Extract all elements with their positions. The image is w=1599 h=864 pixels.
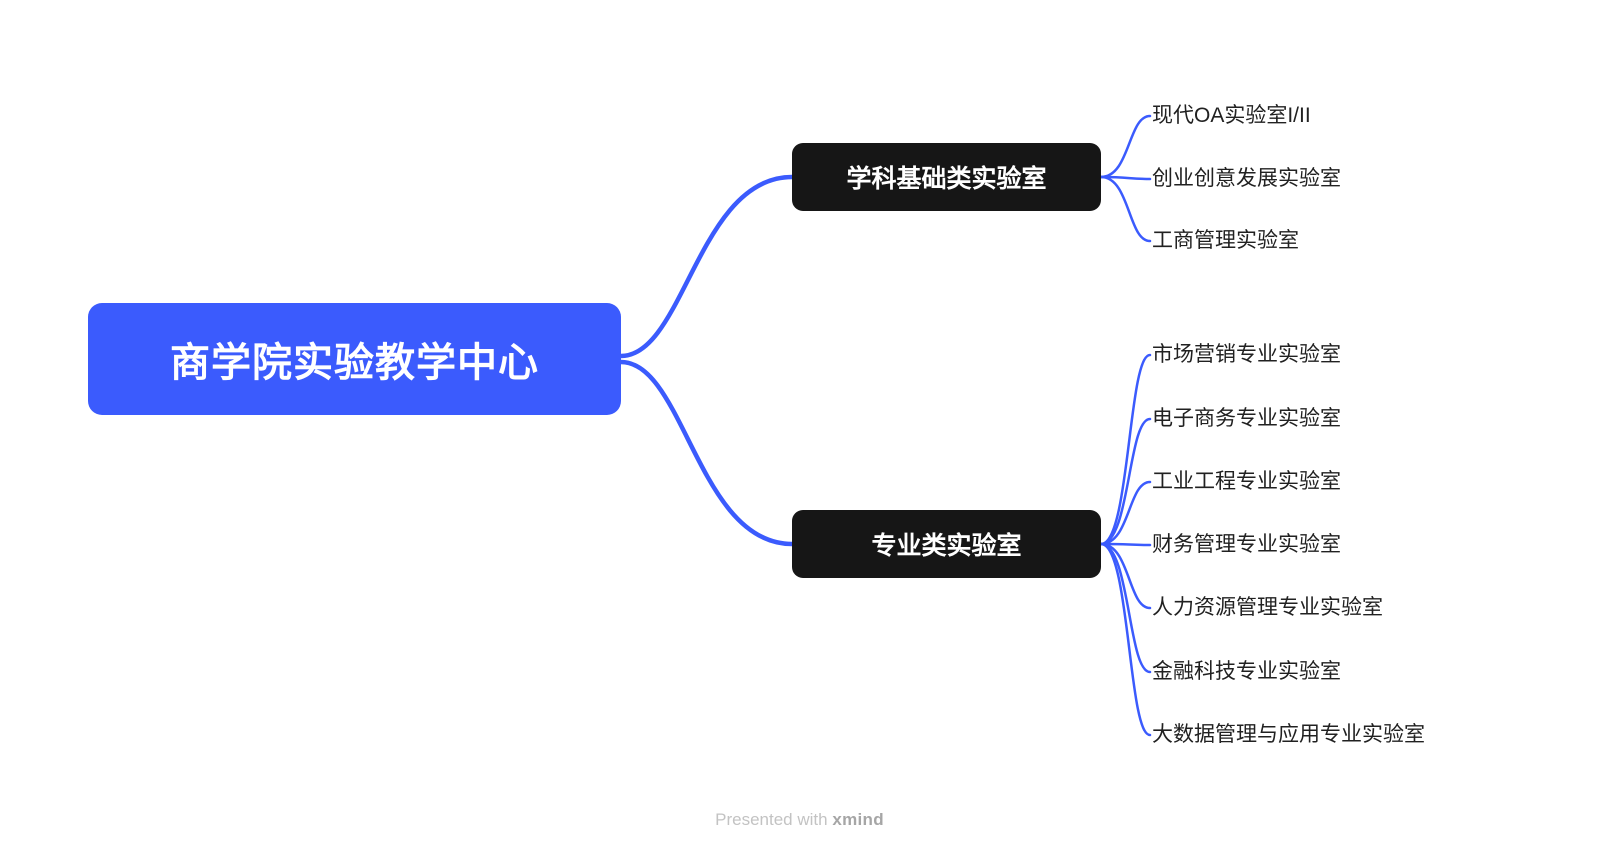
- watermark-brand: xmind: [832, 810, 884, 829]
- connector-branch1-leaf: [1099, 114, 1152, 179]
- root-topic[interactable]: 商学院实验教学中心: [88, 303, 621, 415]
- connector-branch2-leaf: [1099, 542, 1152, 610]
- watermark-text: Presented with: [715, 810, 828, 829]
- watermark: Presented with xmind: [0, 810, 1599, 830]
- connector-branch1-leaf: [1099, 175, 1152, 181]
- connector-branch1-leaf: [1099, 175, 1152, 243]
- leaf-topic[interactable]: 工业工程专业实验室: [1152, 470, 1341, 493]
- leaf-topic[interactable]: 金融科技专业实验室: [1152, 660, 1341, 683]
- connector-root-branch2: [618, 359, 795, 547]
- connector-root-branch1: [618, 174, 795, 359]
- connector-branch2-leaf: [1099, 542, 1152, 547]
- connector-branch2-leaf: [1099, 542, 1152, 674]
- leaf-topic[interactable]: 现代OA实验室I/II: [1152, 104, 1311, 127]
- leaf-topic[interactable]: 创业创意发展实验室: [1152, 167, 1341, 190]
- leaf-topic[interactable]: 财务管理专业实验室: [1152, 533, 1341, 556]
- leaf-topic[interactable]: 人力资源管理专业实验室: [1152, 596, 1383, 619]
- branch-topic-basic-labs[interactable]: 学科基础类实验室: [792, 143, 1101, 211]
- root-topic-label: 商学院实验教学中心: [170, 341, 539, 385]
- connector-branch2-leaf: [1099, 353, 1152, 546]
- leaf-topic[interactable]: 电子商务专业实验室: [1152, 407, 1341, 430]
- branch-topic-label: 学科基础类实验室: [846, 165, 1047, 193]
- leaf-topic[interactable]: 大数据管理与应用专业实验室: [1152, 723, 1425, 746]
- connector-branch2-leaf: [1099, 417, 1152, 546]
- branch-topic-major-labs[interactable]: 专业类实验室: [792, 510, 1101, 578]
- connector-branch2-leaf: [1099, 542, 1152, 737]
- leaf-topic[interactable]: 市场营销专业实验室: [1152, 343, 1341, 366]
- branch-topic-label: 专业类实验室: [871, 532, 1022, 560]
- connector-branch2-leaf: [1099, 480, 1152, 546]
- leaf-topic[interactable]: 工商管理实验室: [1152, 229, 1299, 252]
